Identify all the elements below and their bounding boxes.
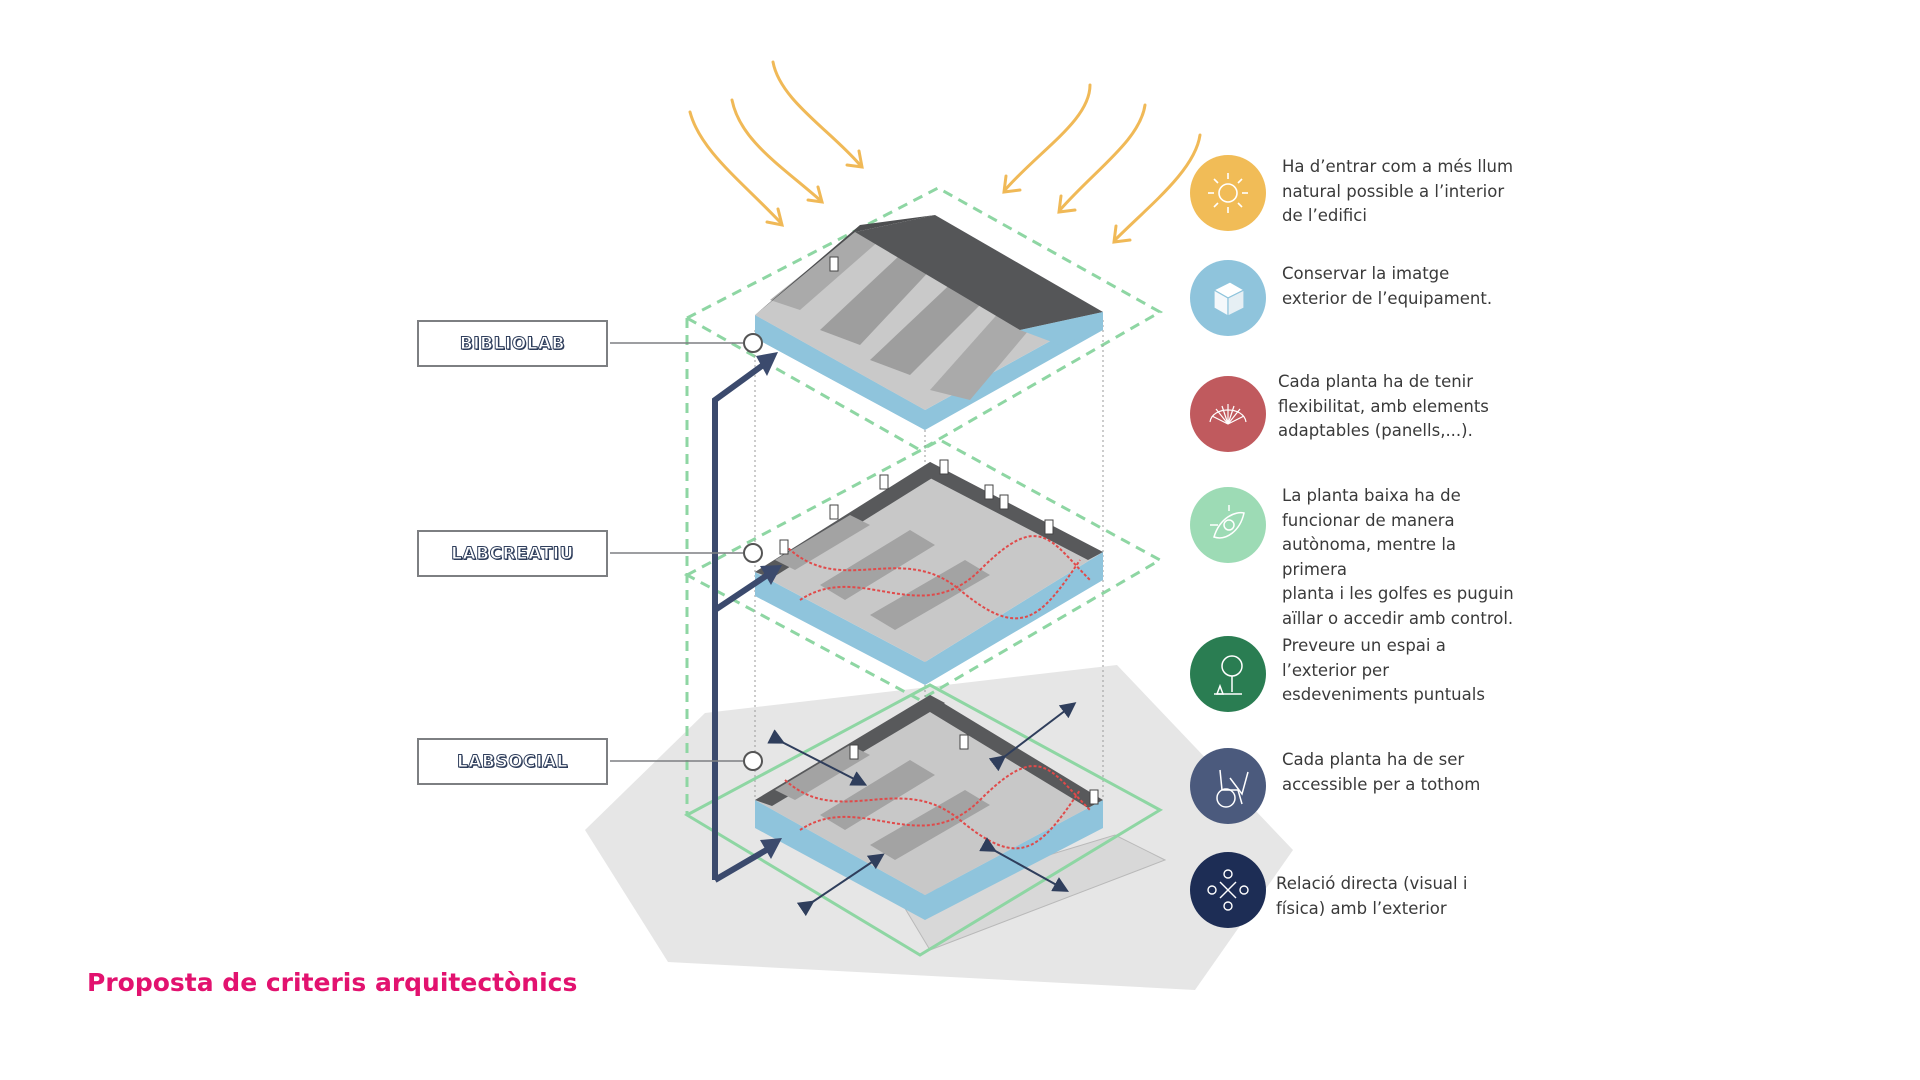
wheelchair-icon (1190, 748, 1266, 824)
sunlight-arrowheads (765, 149, 1132, 244)
floor-label-text: LABCREATIU (451, 543, 574, 564)
criterion-accessibility: Cada planta ha de ser accessible per a t… (1190, 748, 1530, 838)
caption-title: Proposta de criteris arquitectònics (87, 968, 578, 997)
circulation-arrowhead-top (756, 352, 778, 376)
floor-label-text: BIBLIOLAB (459, 333, 566, 354)
circulation-arrowhead-bottom (760, 838, 782, 859)
courtyard-shadow (899, 834, 1167, 951)
tree-icon (1190, 636, 1266, 712)
eye-compass-icon (1190, 487, 1266, 563)
outward-arrows-icon (1190, 852, 1266, 928)
floor-label-bibliolab: BIBLIOLAB (417, 320, 608, 367)
criterion-exterior-image: Conservar la imatge exterior de l’equipa… (1190, 260, 1530, 350)
floor-bibliolab (755, 215, 1103, 430)
circulation-arrowhead-mid (760, 565, 782, 585)
sunlight-arrows (688, 60, 1202, 242)
criterion-text: Conservar la imatge exterior de l’equipa… (1282, 264, 1493, 308)
sun-icon (1190, 155, 1266, 231)
floor-leaders (610, 342, 743, 762)
floor-labcreatiu (755, 459, 1103, 685)
folding-fan-icon (1190, 376, 1266, 452)
vertical-circulation-arrow (712, 357, 777, 883)
floor-label-labcreatiu: LABCREATIU (417, 530, 608, 577)
criterion-text: La planta baixa ha de funcionar de maner… (1282, 486, 1514, 628)
criterion-text: Cada planta ha de ser accessible per a t… (1282, 750, 1481, 794)
floor-markers (743, 333, 763, 771)
criterion-text: Relació directa (visual i física) amb l’… (1276, 874, 1468, 918)
floor-labsocial (683, 683, 1164, 957)
floor-label-labsocial: LABSOCIAL (417, 738, 608, 785)
criterion-text: Cada planta ha de tenir flexibilitat, am… (1278, 372, 1489, 440)
criterion-outdoor-space: Preveure un espai a l’exterior per esdev… (1190, 636, 1530, 726)
criterion-autonomous-ground-floor: La planta baixa ha de funcionar de maner… (1190, 486, 1530, 628)
criterion-natural-light: Ha d’entrar com a més llum natural possi… (1190, 155, 1530, 245)
criterion-text: Ha d’entrar com a més llum natural possi… (1282, 157, 1514, 225)
criterion-text: Preveure un espai a l’exterior per esdev… (1282, 636, 1485, 704)
floor-label-text: LABSOCIAL (457, 751, 568, 772)
criterion-flexibility: Cada planta ha de tenir flexibilitat, am… (1190, 372, 1530, 466)
criterion-relation-exterior: Relació directa (visual i física) amb l’… (1190, 852, 1530, 942)
cube-icon (1190, 260, 1266, 336)
